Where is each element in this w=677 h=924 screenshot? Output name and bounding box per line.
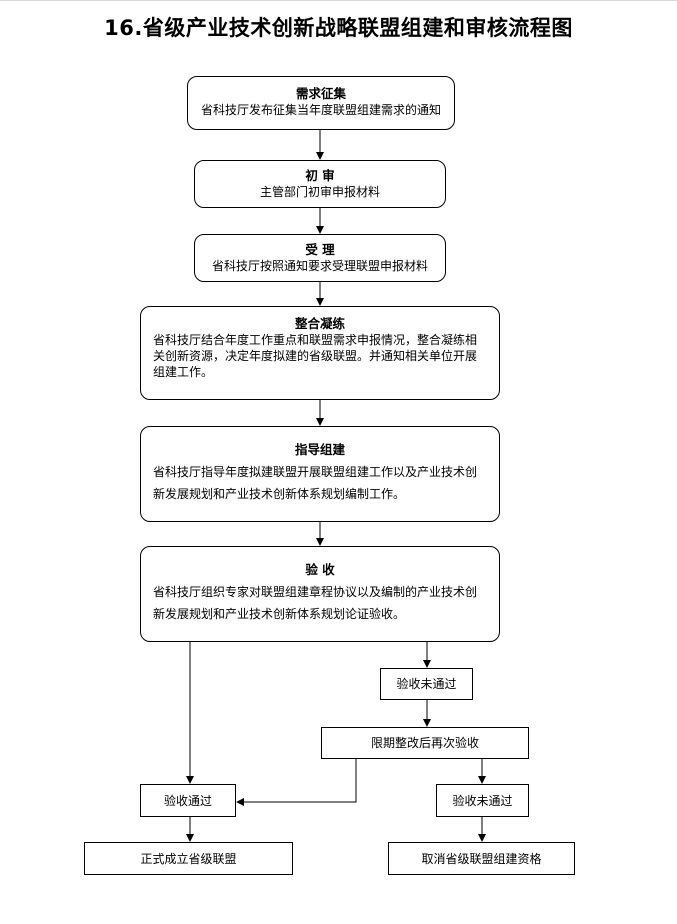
step-preliminary-review: 初 审 主管部门初审申报材料 bbox=[194, 160, 446, 208]
step-preliminary-review-body: 主管部门初审申报材料 bbox=[259, 185, 380, 199]
step-integration-head: 整合凝练 bbox=[294, 316, 345, 331]
step-acceptance-body: 省科技厅按照通知要求受理联盟申报材料 bbox=[211, 259, 428, 273]
box-cancel-qualification: 取消省级联盟组建资格 bbox=[388, 842, 575, 875]
box-fail-second: 验收未通过 bbox=[436, 784, 529, 817]
step-integration-body: 省科技厅结合年度工作重点和联盟需求申报情况，整合凝练相关创新资源，决定年度拟建的… bbox=[153, 333, 478, 379]
step-inspection-head: 验 收 bbox=[305, 562, 335, 577]
step-preliminary-review-head: 初 审 bbox=[305, 168, 335, 183]
page-title: 16.省级产业技术创新战略联盟组建和审核流程图 bbox=[104, 16, 573, 40]
step-demand-collection-head: 需求征集 bbox=[295, 86, 346, 101]
box-pass: 验收通过 bbox=[140, 784, 236, 817]
step-guided-formation: 指导组建 省科技厅指导年度拟建联盟开展联盟组建工作以及产业技术创新发展规划和产业… bbox=[140, 426, 500, 522]
box-establish-alliance: 正式成立省级联盟 bbox=[84, 842, 293, 875]
step-inspection: 验 收 省科技厅组织专家对联盟组建章程协议以及编制的产业技术创新发展规划和产业技… bbox=[140, 546, 500, 642]
box-rectify-reinspect: 限期整改后再次验收 bbox=[321, 727, 529, 759]
arrow-rectify-to-pass bbox=[236, 759, 357, 806]
step-acceptance-head: 受 理 bbox=[305, 242, 335, 257]
step-acceptance: 受 理 省科技厅按照通知要求受理联盟申报材料 bbox=[194, 234, 446, 282]
box-fail-first: 验收未通过 bbox=[380, 668, 473, 700]
step-guided-formation-head: 指导组建 bbox=[294, 442, 345, 457]
step-integration: 整合凝练 省科技厅结合年度工作重点和联盟需求申报情况，整合凝练相关创新资源，决定… bbox=[140, 306, 500, 400]
step-guided-formation-body: 省科技厅指导年度拟建联盟开展联盟组建工作以及产业技术创新发展规划和产业技术创新体… bbox=[153, 465, 478, 501]
page-top-rule bbox=[0, 0, 677, 1]
step-demand-collection: 需求征集 省科技厅发布征集当年度联盟组建需求的通知 bbox=[187, 76, 455, 130]
step-inspection-body: 省科技厅组织专家对联盟组建章程协议以及编制的产业技术创新发展规划和产业技术创新体… bbox=[153, 585, 478, 621]
step-demand-collection-body: 省科技厅发布征集当年度联盟组建需求的通知 bbox=[200, 103, 441, 117]
